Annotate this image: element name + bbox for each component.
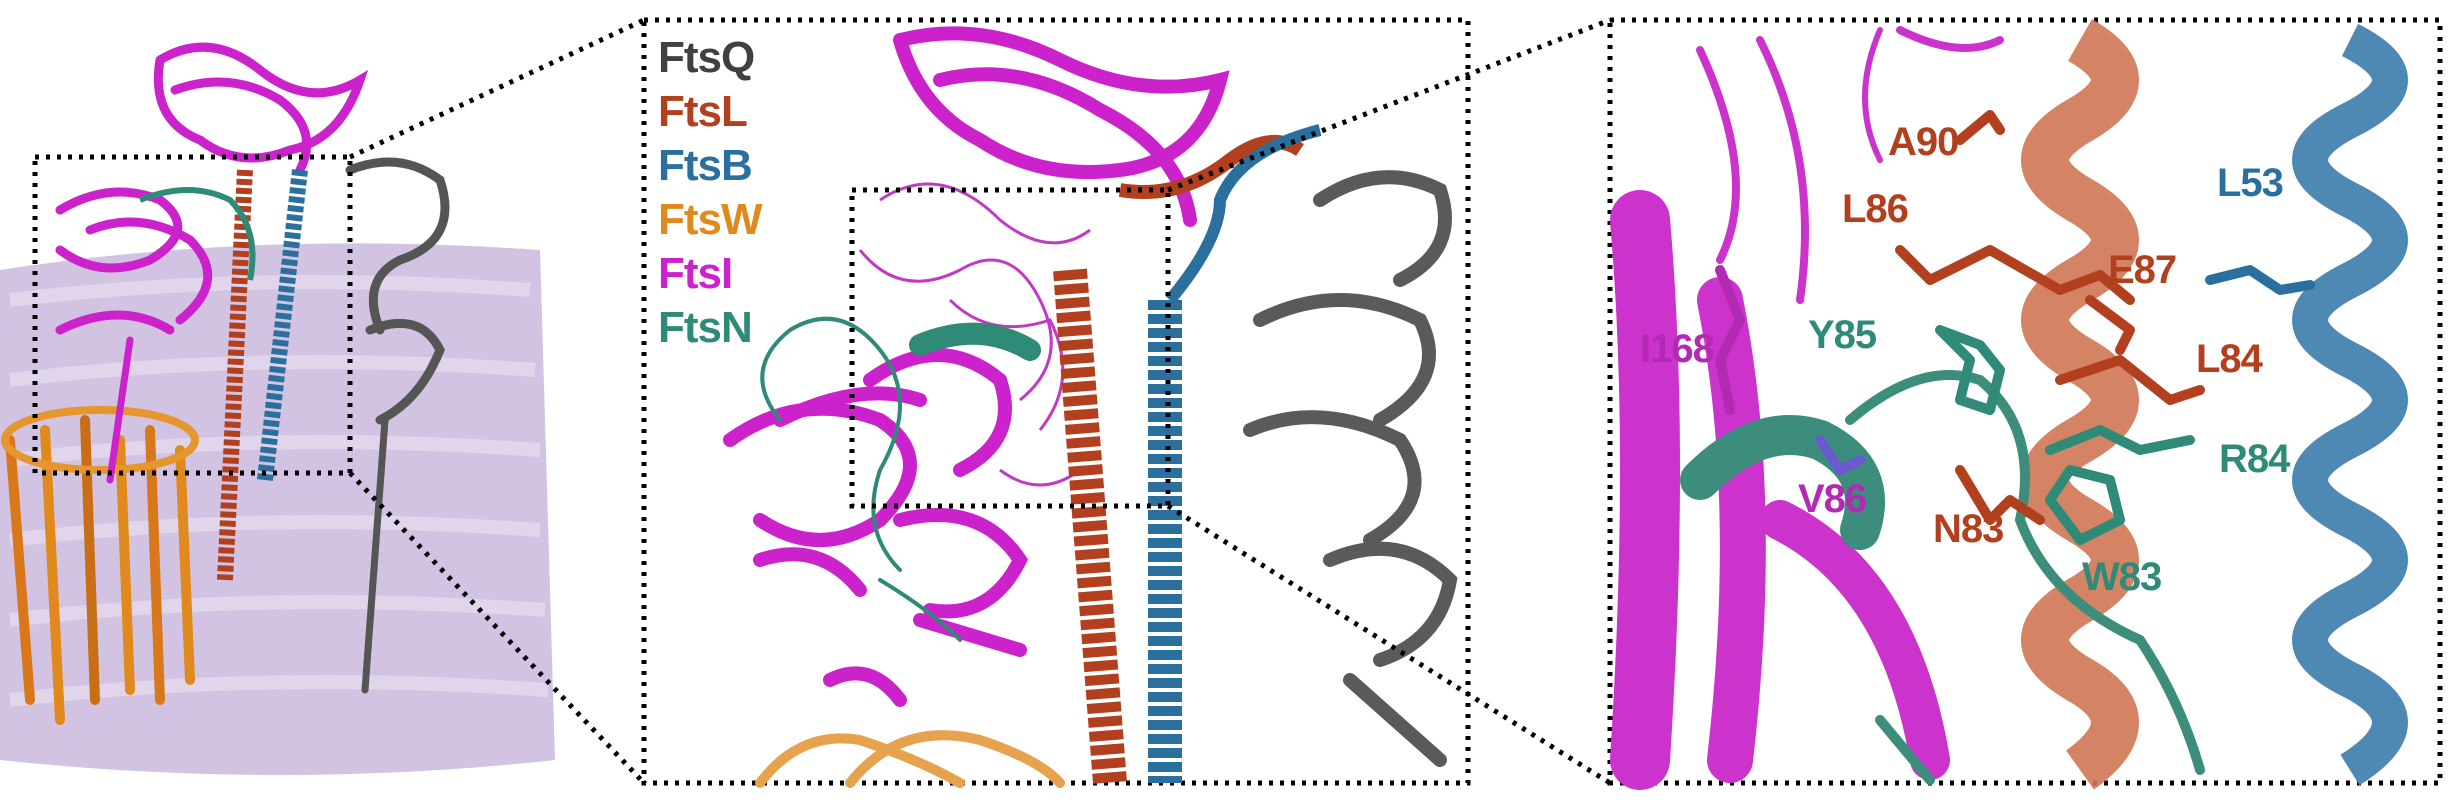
- ftsn-overview: [138, 187, 256, 281]
- label-n83: N83: [1933, 507, 2003, 551]
- stick-r84: [2045, 425, 2195, 455]
- detail-panel: A90 L86 E87 L84 N83 L53 Y85 R84 W83 I168…: [1607, 17, 2443, 790]
- stick-n83: [1955, 465, 2045, 525]
- label-v86: V86: [1798, 477, 1866, 521]
- ftsi-detail: [1610, 26, 2004, 790]
- stick-y85: [1935, 325, 2005, 415]
- legend-ftsq: FtsQ: [658, 33, 754, 82]
- ftsq-overview: [345, 157, 450, 694]
- label-w83: W83: [2082, 555, 2161, 599]
- ftsl-overview: [217, 169, 253, 581]
- legend-ftsi: FtsI: [658, 249, 732, 298]
- legend-ftsw: FtsW: [658, 195, 763, 244]
- legend-ftsl: FtsL: [658, 87, 747, 136]
- label-y85: Y85: [1808, 313, 1877, 357]
- stick-v86: [1815, 435, 1865, 475]
- legend-ftsn: FtsN: [658, 303, 752, 352]
- legend-ftsb: FtsB: [658, 141, 752, 190]
- stick-i168: [1715, 265, 1745, 415]
- overview-panel: [0, 42, 555, 776]
- stick-w83: [2045, 465, 2125, 545]
- stick-l53: [2205, 265, 2315, 295]
- ftsq-middle: [1243, 170, 1458, 767]
- ftsb-top-middle: [1165, 124, 1322, 304]
- label-l86: L86: [1842, 187, 1908, 231]
- ftsi-overview: [55, 42, 369, 484]
- label-i168: I168: [1640, 327, 1715, 371]
- label-l53: L53: [2217, 161, 2283, 205]
- residue-labels: A90 L86 E87 L84 N83 L53 Y85 R84 W83 I168…: [1640, 120, 2292, 599]
- ftsw-overview: [1, 406, 199, 725]
- label-e87: E87: [2108, 248, 2176, 292]
- label-a90: A90: [1888, 120, 1958, 164]
- ftsl-middle: [1053, 268, 1127, 785]
- middle-panel: FtsQ FtsL FtsB FtsW FtsI FtsN: [641, 17, 1471, 788]
- ftsb-detail-helix: [2292, 23, 2408, 786]
- membrane-bilayer: [0, 243, 555, 776]
- zoom-connectors-2: [1166, 17, 1612, 786]
- stick-l84: [2055, 355, 2205, 405]
- label-r84: R84: [2219, 437, 2291, 481]
- stick-a90: [1955, 110, 2005, 145]
- ftsn-middle: [760, 316, 1041, 642]
- ftsl-detail-helix: [2021, 19, 2139, 790]
- ftsb-overview: [257, 169, 308, 481]
- stick-l86: [1895, 245, 2135, 305]
- ftsi-middle: [723, 26, 1230, 707]
- label-l84: L84: [2196, 337, 2264, 381]
- zoom-box-overview: [32, 154, 353, 476]
- stick-e87: [2085, 295, 2135, 355]
- ftsw-middle: [755, 730, 1065, 788]
- zoom-box-middle: [849, 187, 1171, 509]
- protein-legend: FtsQ FtsL FtsB FtsW FtsI FtsN: [658, 33, 764, 352]
- residue-sticks: [1715, 110, 2315, 545]
